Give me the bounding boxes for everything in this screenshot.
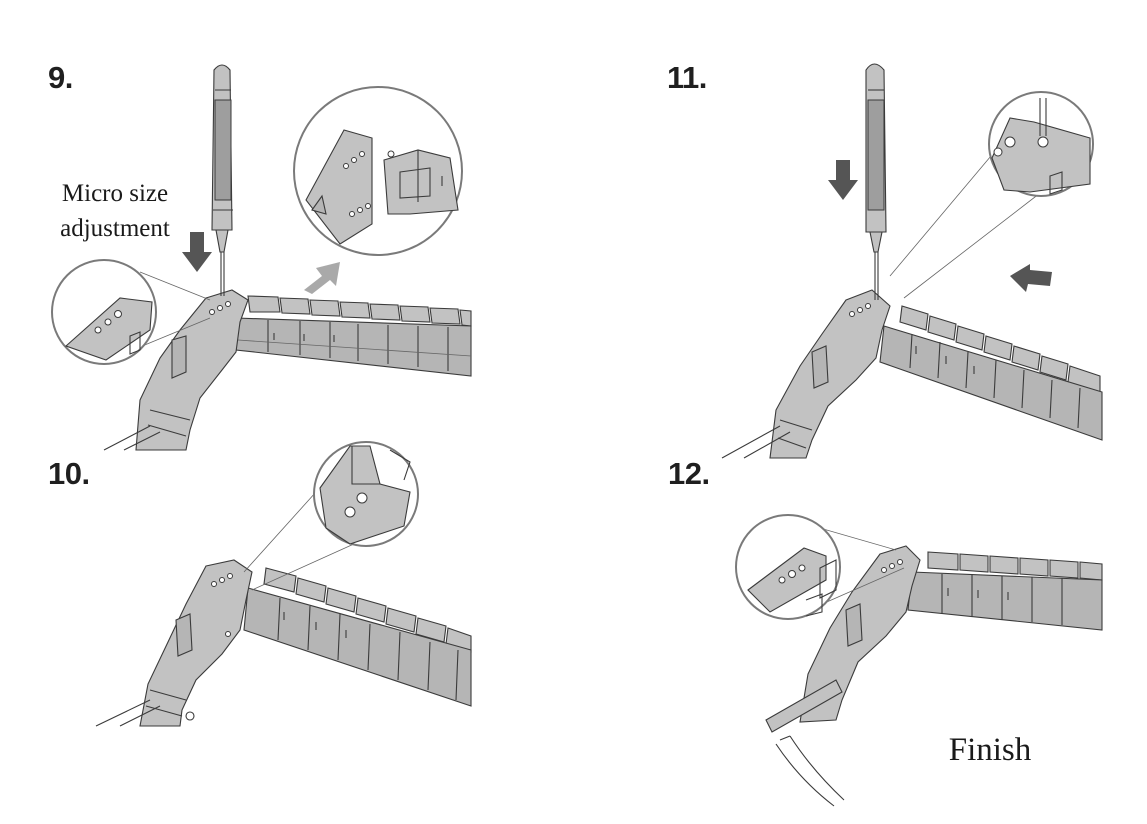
step-number-12: 12. (668, 456, 710, 491)
magnifier-circle-icon (988, 91, 1094, 197)
step-number-11: 11. (667, 60, 707, 95)
step-number-9: 9. (48, 60, 73, 95)
screwdriver-icon (211, 64, 233, 296)
magnifier-circle-icon (51, 259, 157, 365)
bracelet-links (907, 551, 1103, 631)
arrow-up-right-icon (304, 262, 340, 294)
magnifier-circle-icon (293, 86, 463, 256)
bracelet-links (235, 295, 472, 377)
clasp-body (103, 289, 249, 451)
step-11-illustration (721, 63, 1103, 459)
bracelet-links (879, 305, 1103, 441)
clasp-body (721, 289, 891, 459)
screwdriver-icon (865, 63, 887, 300)
step-10-illustration (95, 441, 472, 727)
caption-line-1: Micro size (61, 180, 169, 207)
magnifier-circle-icon (313, 441, 419, 547)
arrow-down-icon (182, 232, 212, 272)
finish-caption: Finish (948, 732, 1032, 768)
clasp-body (95, 559, 253, 727)
caption-line-2: adjustment (60, 215, 170, 242)
arrow-left-icon (1010, 264, 1052, 292)
step-number-10: 10. (48, 456, 90, 491)
micro-size-caption: Micro size adjustment (40, 176, 190, 246)
step-9-illustration (51, 64, 472, 451)
clasp-body (765, 545, 921, 807)
bracelet-links (243, 567, 472, 707)
arrow-down-icon (828, 160, 858, 200)
step-12-illustration (735, 514, 1103, 807)
magnifier-circle-icon (735, 514, 841, 620)
